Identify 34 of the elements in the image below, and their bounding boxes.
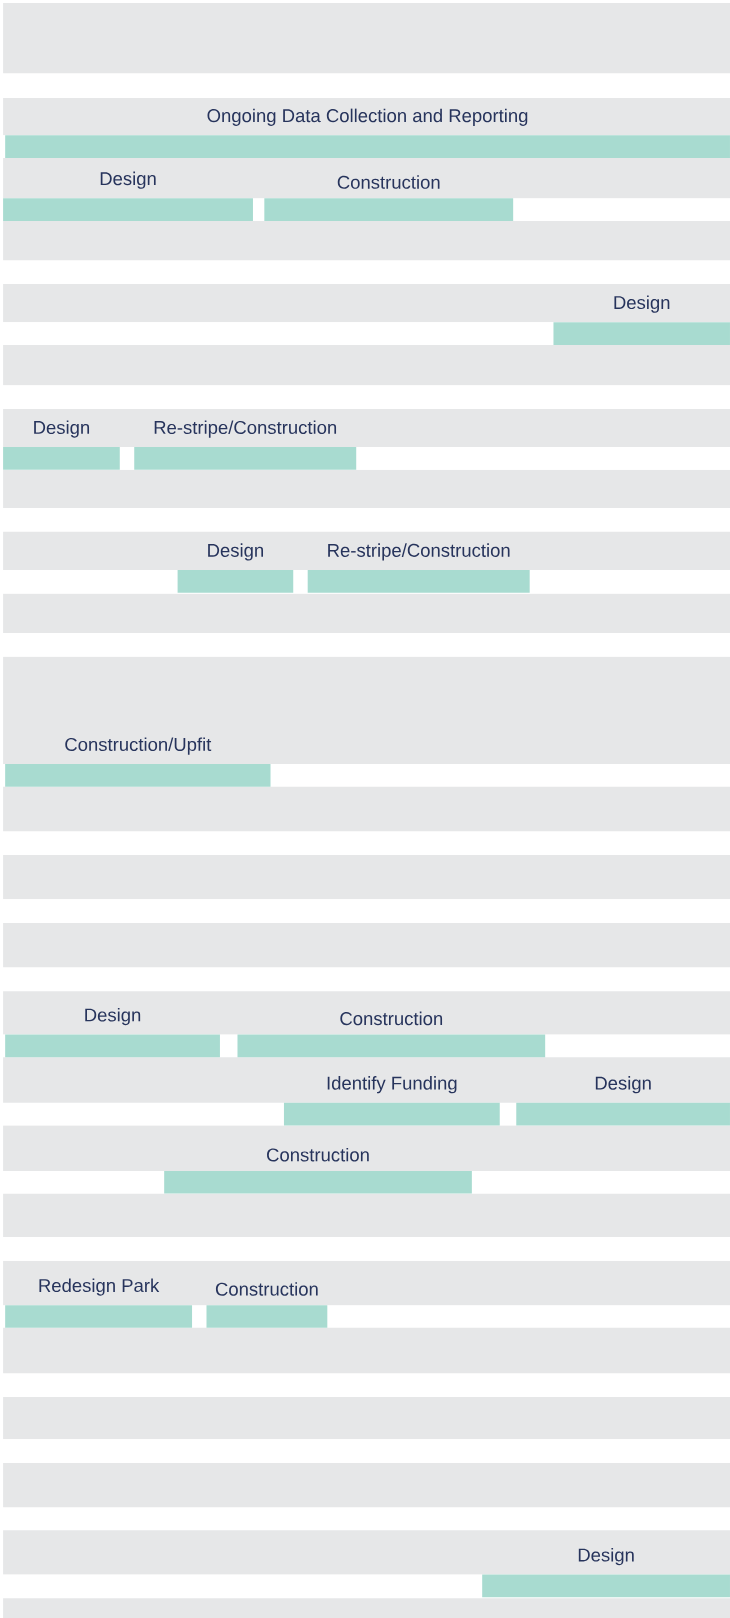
task-bar: Identify Funding bbox=[283, 1076, 500, 1126]
task-bar: Design bbox=[553, 295, 730, 345]
node-label: Design bbox=[208, 543, 264, 561]
task-bar: Redesign Park bbox=[5, 1278, 193, 1328]
node-label: Construction bbox=[267, 1147, 369, 1162]
task-bar: Re-stripe/Construction bbox=[307, 543, 530, 593]
node-label: Construction/Upfit bbox=[65, 737, 212, 755]
node-label: Design bbox=[614, 295, 670, 313]
task-bar: Design bbox=[177, 543, 294, 593]
node-label: Redesign Park bbox=[39, 1278, 160, 1296]
task-bar: Design bbox=[3, 420, 120, 470]
task-bar: Construction bbox=[264, 175, 514, 221]
node-label: Re-stripe/Construction bbox=[154, 420, 337, 438]
task-bar: Design bbox=[5, 1007, 220, 1058]
task-bar: Design bbox=[516, 1076, 730, 1126]
node-label: Construction bbox=[215, 1282, 318, 1296]
task-bar: Construction bbox=[237, 1011, 546, 1058]
node-label: Ongoing Data Collection and Reporting bbox=[207, 108, 528, 126]
node-label: Design bbox=[85, 1007, 141, 1026]
task-bar: Ongoing Data Collection and Reporting bbox=[5, 108, 730, 158]
node-label: Construction bbox=[337, 175, 440, 189]
task-bar: Construction bbox=[164, 1147, 472, 1194]
node-label: Design bbox=[595, 1076, 651, 1094]
node-label: Construction bbox=[340, 1011, 443, 1026]
task-bar: Construction/Upfit bbox=[5, 737, 271, 787]
node-label: Re-stripe/Construction bbox=[328, 543, 510, 561]
node-label: Identify Funding bbox=[327, 1076, 457, 1094]
task-bar: Construction bbox=[206, 1282, 328, 1328]
task-bar: Design bbox=[3, 171, 253, 221]
task-bar: Re-stripe/Construction bbox=[134, 420, 357, 470]
node-label: Design bbox=[578, 1547, 634, 1566]
node-label: Design bbox=[34, 420, 90, 438]
task-bar: Design bbox=[482, 1547, 730, 1598]
node-label: Design bbox=[100, 171, 156, 189]
